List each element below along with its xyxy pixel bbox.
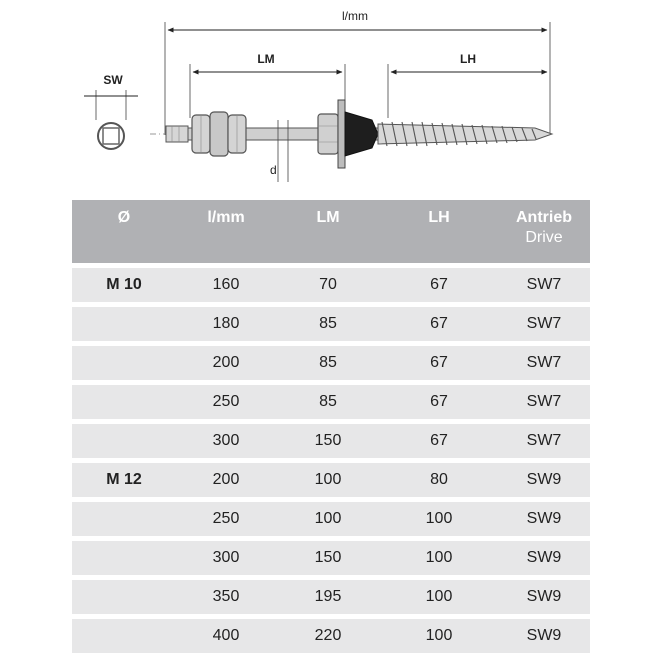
diameter-label: d xyxy=(270,163,277,177)
cell-length: 250 xyxy=(176,497,276,539)
cell-diameter xyxy=(72,614,176,653)
cell-length: 400 xyxy=(176,614,276,653)
hanger-bolt-drawing: l/mm LM LH SW d xyxy=(84,9,554,182)
cell-lh: 67 xyxy=(380,419,498,461)
cell-lm: 100 xyxy=(276,458,380,500)
cell-length: 250 xyxy=(176,380,276,422)
cell-lh: 100 xyxy=(380,575,498,617)
cell-lh: 100 xyxy=(380,497,498,539)
cell-diameter: M 10 xyxy=(72,263,176,305)
cell-length: 350 xyxy=(176,575,276,617)
cell-diameter xyxy=(72,380,176,422)
cell-drive: SW7 xyxy=(498,263,590,305)
header-lh: LH xyxy=(380,200,498,266)
cell-diameter xyxy=(72,575,176,617)
cell-drive: SW9 xyxy=(498,497,590,539)
cell-lm: 150 xyxy=(276,419,380,461)
cell-lh: 67 xyxy=(380,341,498,383)
cell-diameter: M 12 xyxy=(72,458,176,500)
cell-lh: 67 xyxy=(380,380,498,422)
cell-drive: SW9 xyxy=(498,536,590,578)
cell-drive: SW7 xyxy=(498,419,590,461)
bolt: d xyxy=(150,99,554,182)
cell-diameter xyxy=(72,497,176,539)
cell-lm: 85 xyxy=(276,302,380,344)
cell-length: 200 xyxy=(176,341,276,383)
cell-drive: SW9 xyxy=(498,458,590,500)
header-length: l/mm xyxy=(176,200,276,266)
cell-lm: 85 xyxy=(276,380,380,422)
cell-diameter xyxy=(72,302,176,344)
cell-length: 160 xyxy=(176,263,276,305)
cell-lm: 150 xyxy=(276,536,380,578)
cell-lm: 195 xyxy=(276,575,380,617)
cell-lh: 100 xyxy=(380,536,498,578)
sw-label: SW xyxy=(103,73,123,87)
cell-drive: SW9 xyxy=(498,575,590,617)
total-length-label: l/mm xyxy=(342,9,368,23)
cell-lm: 100 xyxy=(276,497,380,539)
lh-label: LH xyxy=(460,52,476,66)
cell-drive: SW7 xyxy=(498,341,590,383)
cell-length: 300 xyxy=(176,419,276,461)
cell-lh: 80 xyxy=(380,458,498,500)
cell-diameter xyxy=(72,419,176,461)
cell-lm: 85 xyxy=(276,341,380,383)
cell-length: 180 xyxy=(176,302,276,344)
cell-drive: SW7 xyxy=(498,380,590,422)
cell-lm: 70 xyxy=(276,263,380,305)
cell-diameter xyxy=(72,536,176,578)
cell-length: 200 xyxy=(176,458,276,500)
header-diameter: Ø xyxy=(72,200,176,266)
extension-lines xyxy=(164,22,551,135)
cell-drive: SW9 xyxy=(498,614,590,653)
cell-lh: 67 xyxy=(380,263,498,305)
header-lm: LM xyxy=(276,200,380,266)
sw-end-view: SW xyxy=(84,73,138,150)
cell-lh: 67 xyxy=(380,302,498,344)
cell-drive: SW7 xyxy=(498,302,590,344)
cell-lm: 220 xyxy=(276,614,380,653)
cell-lh: 100 xyxy=(380,614,498,653)
cell-diameter xyxy=(72,341,176,383)
lm-label: LM xyxy=(257,52,274,66)
cell-length: 300 xyxy=(176,536,276,578)
